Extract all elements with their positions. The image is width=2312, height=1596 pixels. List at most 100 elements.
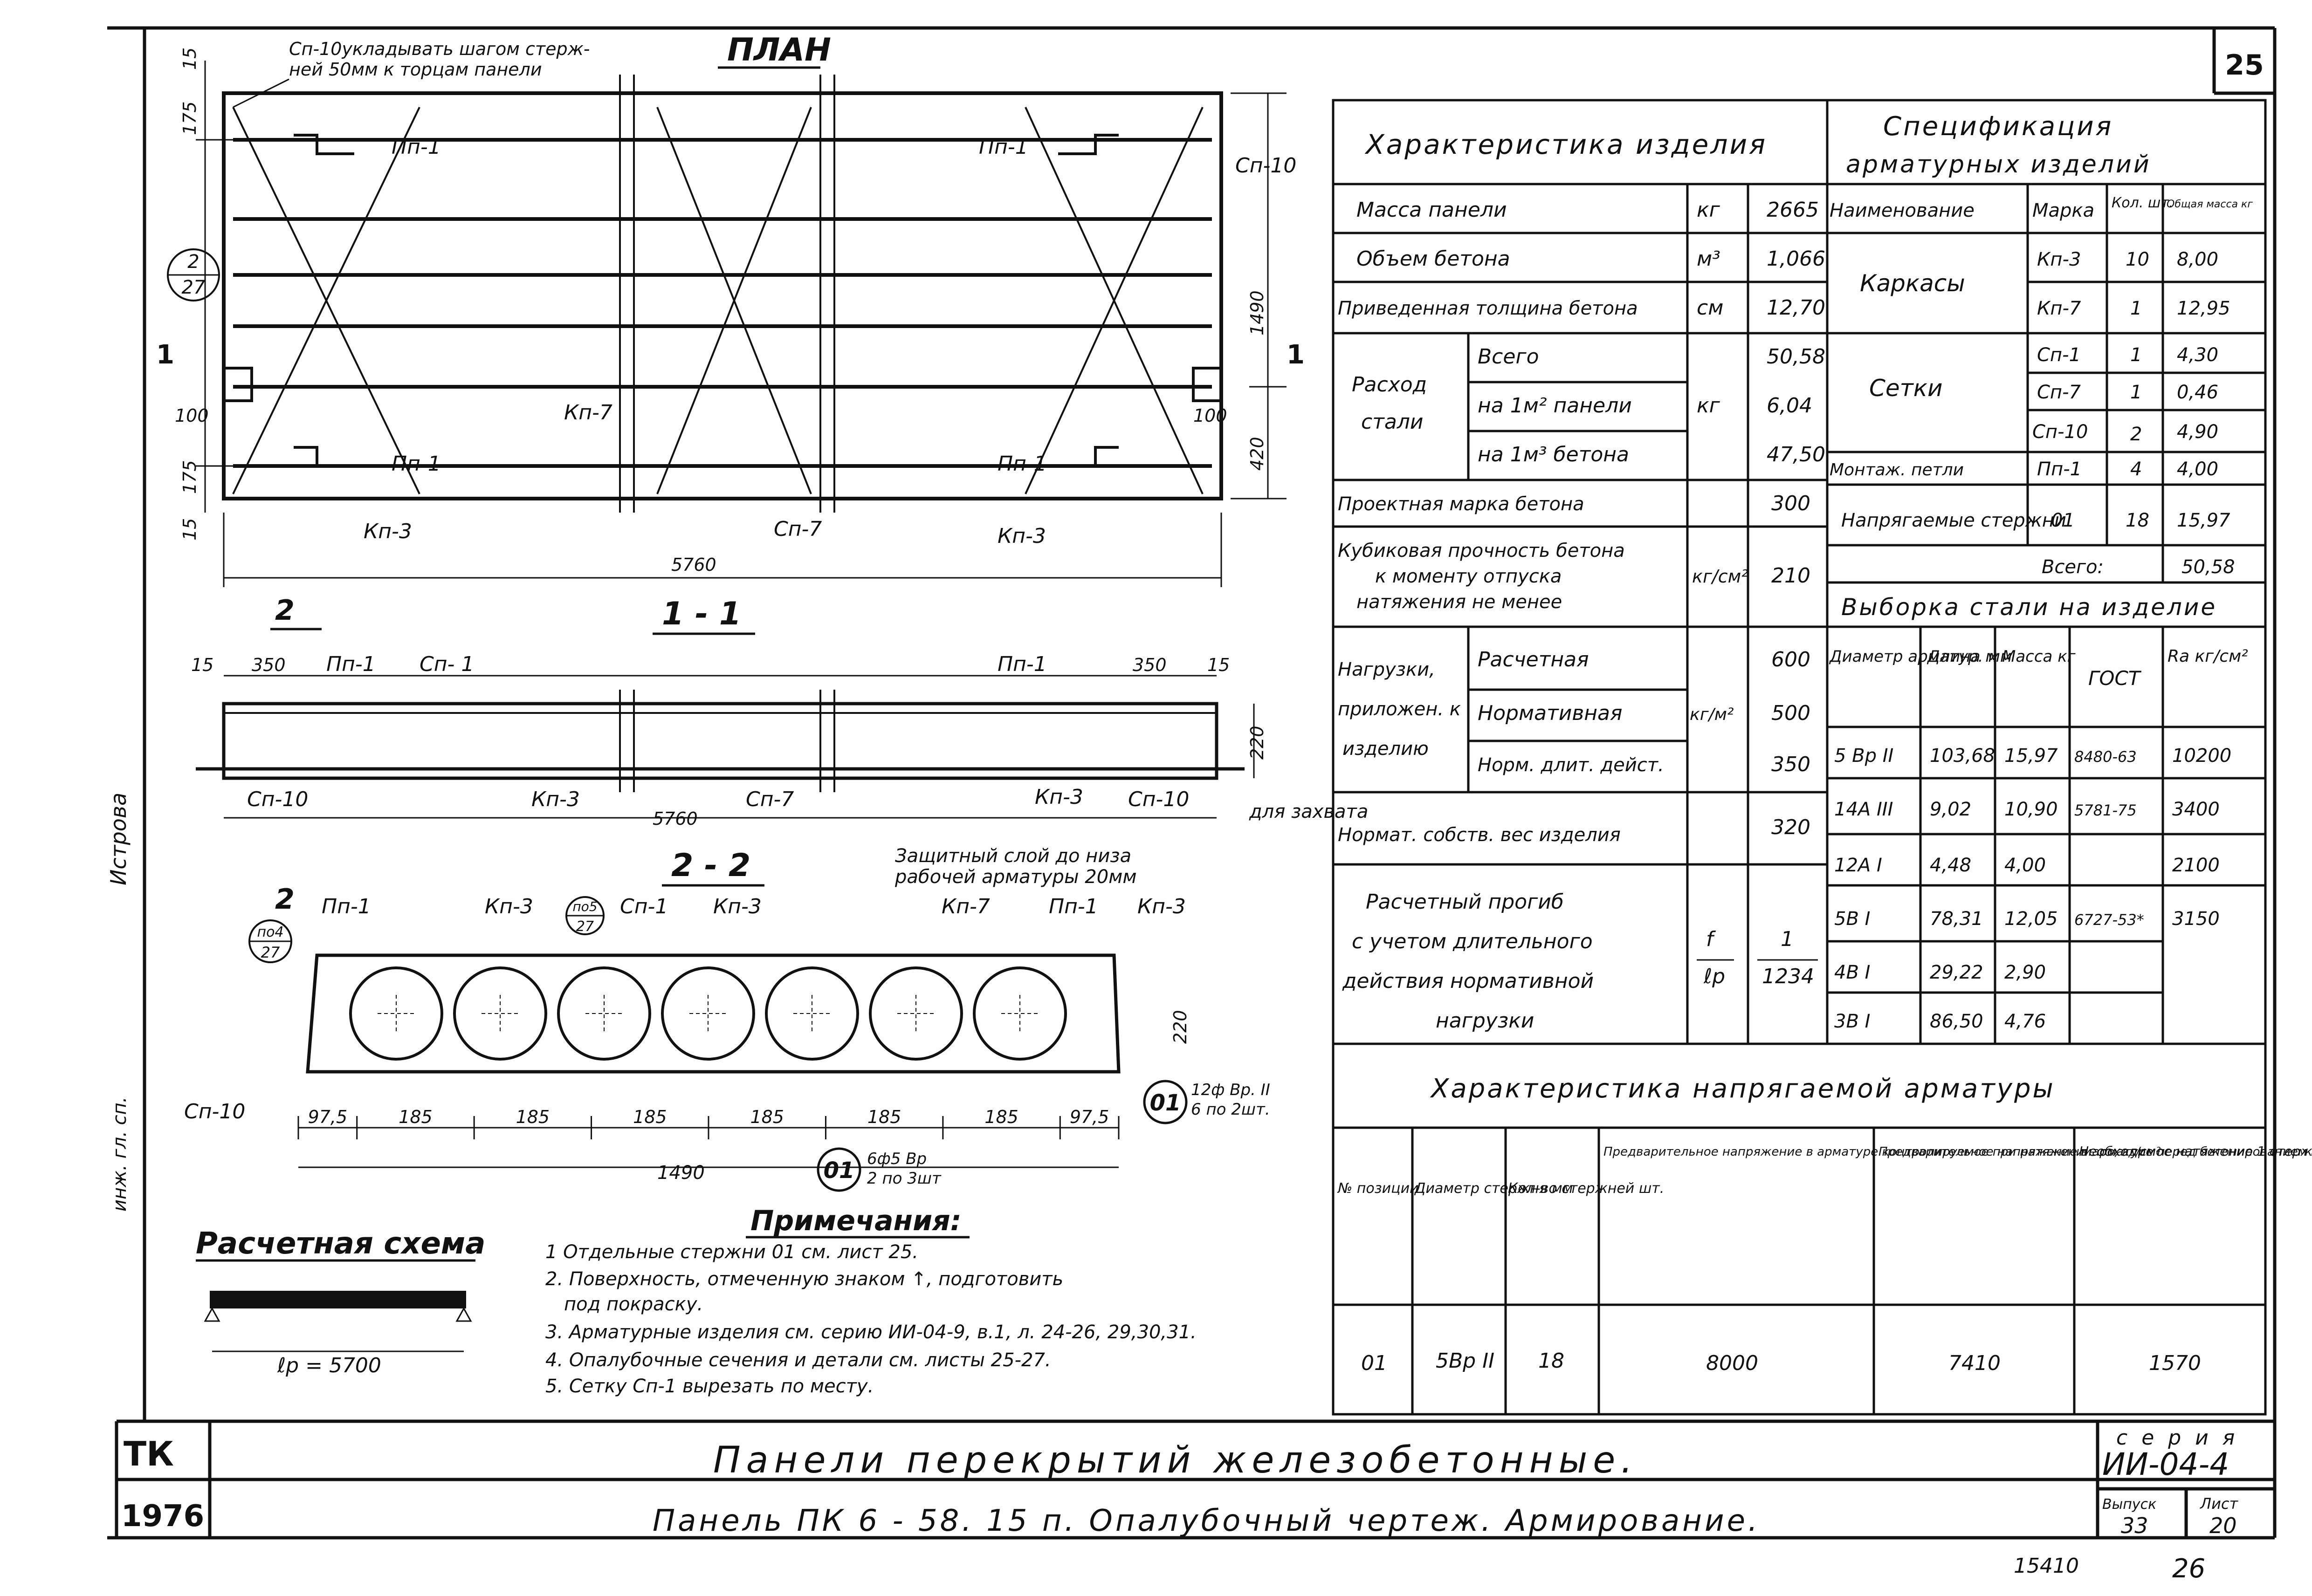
char-row-3-name: Приведенная толщина бетона xyxy=(1338,298,1638,319)
title-block-sheet: 20 xyxy=(2209,1513,2237,1538)
bar-right-line-1: 12ф Вр. II xyxy=(1191,1081,1270,1099)
char-steel-item-3-value: 47,50 xyxy=(1767,443,1825,466)
selection-cell: 4,76 xyxy=(2004,1011,2046,1032)
spec-kp3-count: 10 xyxy=(2126,249,2149,270)
section-1-1-label-sp7: Сп-7 xyxy=(746,788,794,811)
char-deflection-name-1: Расчетный прогиб xyxy=(1366,890,1564,914)
selection-cell: 103,68 xyxy=(1930,745,1995,767)
plan-label-kp3: Кп-3 xyxy=(364,520,412,543)
section-1-1-cover-note-1: Защитный слой до низа xyxy=(895,845,1131,867)
spec-pp1-count: 4 xyxy=(2130,459,2142,480)
title-block-subtitle: Панель ПК 6 - 58. 15 п. Опалубочный черт… xyxy=(653,1504,1760,1538)
prestress-cell-diameter: 5Вр II xyxy=(1436,1349,1494,1373)
note-2: 2. Поверхность, отмеченную знаком ↑, под… xyxy=(545,1268,1063,1290)
prestress-table: Характеристика напрягаемой арматуры № по… xyxy=(1337,1074,2312,1375)
tables-grid xyxy=(1332,99,2267,1416)
prestress-cell-position: 01 xyxy=(1361,1351,1387,1375)
dim-value: 185 xyxy=(750,1107,784,1127)
hollow-core xyxy=(869,966,963,1061)
section-1-1: 1 - 1 2 Пп-1 Сп- 1 Пп-1 Сп-10 Кп-3 Сп-7 … xyxy=(191,594,1368,888)
side-stamp-role: инж. гл. сп. xyxy=(109,1097,131,1212)
sheet-frame xyxy=(107,26,2277,1540)
prestress-cell-tension: 1570 xyxy=(2149,1351,2201,1375)
char-load-2: Нормативная xyxy=(1478,701,1622,725)
plan-label-kp7: Кп-7 xyxy=(564,401,612,425)
section-1-1-dim-5760: 5760 xyxy=(653,808,698,829)
section-2-2-dim-1490: 1490 xyxy=(657,1162,705,1184)
char-loads-name-3: изделию xyxy=(1342,738,1429,760)
footer-page: 26 xyxy=(2172,1554,2205,1584)
plan-label-pp1-bottom: Пп-1 xyxy=(392,452,441,476)
selection-cell: 3В I xyxy=(1834,1011,1870,1032)
plan-label-pp1-top: Пп-1 xyxy=(392,135,441,159)
note-5: 5. Сетку Сп-1 вырезать по месту. xyxy=(545,1376,874,1397)
char-deflection-name-4: нагрузки xyxy=(1436,1009,1534,1033)
scheme-span: ℓр = 5700 xyxy=(277,1354,381,1377)
char-steel-name-2: стали xyxy=(1361,410,1424,434)
selection-header-diameter: Диаметр арматур. мм xyxy=(1829,647,2012,666)
plan-dim-100-right: 100 xyxy=(1193,405,1227,426)
char-row-3-unit: см xyxy=(1697,296,1723,320)
plan-dim-175-bottom: 175 xyxy=(179,460,200,494)
section-1-1-grip-label: для захвата xyxy=(1249,801,1368,822)
selection-cell: 15,97 xyxy=(2004,745,2058,767)
note-2-cont: под покраску. xyxy=(564,1294,703,1315)
selection-header-ra: Ra кг/см² xyxy=(2168,647,2248,666)
spec-sp1-count: 1 xyxy=(2130,344,2142,366)
char-row-1-name: Масса панели xyxy=(1356,198,1507,222)
section-2-2: 2 - 2 2 Пп-1 Кп-3 Сп-1 Кп-3 Кп-7 Пп-1 Кп… xyxy=(184,847,1270,1192)
section-1-1-label-sp10-right: Сп-10 xyxy=(1128,788,1189,811)
char-deflection-unit-bottom: ℓр xyxy=(1703,965,1725,988)
selection-cell: 3150 xyxy=(2172,908,2220,930)
title-block-issue: 33 xyxy=(2121,1513,2148,1538)
plan-label-sp7: Сп-7 xyxy=(774,517,822,541)
selection-cell: 9,02 xyxy=(1930,799,1971,820)
char-load-3-value: 350 xyxy=(1771,753,1810,776)
selection-cell: 5781-75 xyxy=(2074,801,2137,819)
characteristics-table: Характеристика изделия Масса панели кг 2… xyxy=(1338,129,1825,1033)
hollow-core xyxy=(973,966,1067,1061)
plan-dim-420: 420 xyxy=(1247,437,1267,471)
notes-title: Примечания: xyxy=(750,1205,962,1237)
section-1-1-label-sp10: Сп-10 xyxy=(247,788,308,811)
section-1-1-cut-mark: 2 xyxy=(275,594,295,627)
section-2-2-label-kp7: Кп-7 xyxy=(942,895,990,918)
spec-header-mass: Общая масса кг xyxy=(2167,199,2253,210)
dim-value: 185 xyxy=(516,1107,550,1127)
spec-total-value: 50,58 xyxy=(2181,556,2235,578)
char-loads-name-1: Нагрузки, xyxy=(1338,659,1435,680)
section-1-1-label-sp1: Сп- 1 xyxy=(420,652,474,676)
prestress-header-before-concreting: Предварительное напряжение в арматуре пе… xyxy=(1878,1145,2312,1159)
spec-sp1-mass: 4,30 xyxy=(2177,344,2218,366)
spec-01-mass: 15,97 xyxy=(2177,510,2230,531)
callout-mid-bottom: 27 xyxy=(576,918,594,935)
title-block-series: ИИ-04-4 xyxy=(2102,1446,2229,1482)
spec-header-mark: Марка xyxy=(2032,200,2094,221)
selection-header-mass: Масса кг xyxy=(2002,647,2076,666)
dim-value: 97,5 xyxy=(308,1107,348,1127)
spec-group-2: Сетки xyxy=(1869,375,1943,402)
selection-cell: 5В I xyxy=(1834,908,1870,930)
spec-pp1-mark: Пп-1 xyxy=(2037,459,2082,480)
char-strength-name-3: натяжения не менее xyxy=(1356,591,1562,613)
title-block-sheet-label: Лист xyxy=(2200,1495,2238,1513)
spec-sp10-count: 2 xyxy=(2130,424,2142,445)
spec-group-1: Каркасы xyxy=(1860,270,1965,297)
spec-sp7-mark: Сп-7 xyxy=(2037,382,2081,403)
plan-title: ПЛАН xyxy=(727,32,831,68)
section-1-1-dim-220: 220 xyxy=(1247,726,1267,760)
selection-header-length: Длина м xyxy=(1927,647,1997,666)
section-1-1-label-kp3: Кп-3 xyxy=(531,788,580,811)
design-scheme: Расчетная схема ℓр = 5700 xyxy=(196,1226,485,1377)
prestress-cell-before: 7410 xyxy=(1948,1351,2001,1375)
char-selfweight-name: Нормат. собств. вес изделия xyxy=(1338,824,1621,846)
char-steel-unit: кг xyxy=(1697,394,1720,418)
char-row-2-unit: м³ xyxy=(1697,247,1720,271)
bar-bottom-line-2: 2 по 3шт xyxy=(867,1169,942,1188)
spec-title-2: арматурных изделий xyxy=(1846,151,2151,178)
prestress-header-position: № позиции xyxy=(1337,1180,1419,1197)
callout-left-top: по4 xyxy=(257,924,283,940)
bar-bottom-line-1: 6ф5 Вр xyxy=(867,1150,927,1168)
plan-label-sp10: Сп-10 xyxy=(1235,154,1296,178)
plan-dim-15-bottom: 15 xyxy=(179,518,200,541)
